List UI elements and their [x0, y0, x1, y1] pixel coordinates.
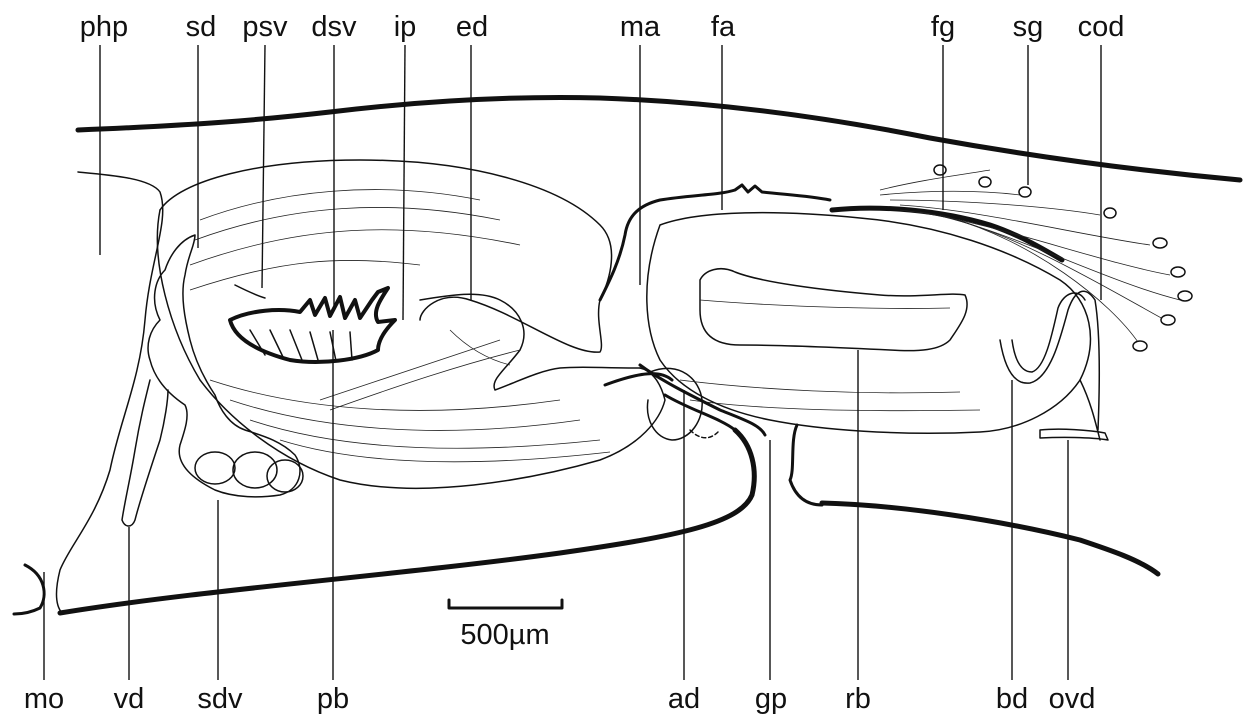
- label-dsv: dsv: [311, 11, 357, 43]
- label-psv: psv: [242, 11, 288, 43]
- label-sd: sd: [186, 11, 217, 43]
- label-php: php: [80, 11, 128, 43]
- label-vd: vd: [114, 683, 145, 715]
- labels-top: php sd psv dsv ip ed ma fa fg sg cod: [80, 11, 1125, 43]
- label-ed: ed: [456, 11, 488, 43]
- label-cod: cod: [1078, 11, 1125, 43]
- label-pb: pb: [317, 683, 349, 715]
- leader-lines-top: [100, 45, 1101, 320]
- scale-bar: 500µm: [449, 600, 562, 651]
- label-ip: ip: [394, 11, 417, 43]
- label-bd: bd: [996, 683, 1028, 715]
- label-sg: sg: [1013, 11, 1044, 43]
- scale-bar-label: 500µm: [460, 619, 549, 651]
- genital-atrium: [605, 365, 765, 438]
- label-sdv: sdv: [197, 683, 243, 715]
- seminal-vesicle: [230, 285, 395, 362]
- female-atrium: [600, 185, 1090, 433]
- labels-bottom: mo vd sdv pb ad gp rb bd ovd: [24, 683, 1096, 715]
- label-ma: ma: [620, 11, 661, 43]
- label-fa: fa: [711, 11, 736, 43]
- label-fg: fg: [931, 11, 955, 43]
- label-ovd: ovd: [1049, 683, 1096, 715]
- shell-glands: [880, 165, 1192, 351]
- leader-lines-bottom: [44, 330, 1068, 680]
- label-ad: ad: [668, 683, 700, 715]
- bursal-duct: [832, 208, 1108, 440]
- label-rb: rb: [845, 683, 871, 715]
- label-mo: mo: [24, 683, 64, 715]
- label-gp: gp: [755, 683, 787, 715]
